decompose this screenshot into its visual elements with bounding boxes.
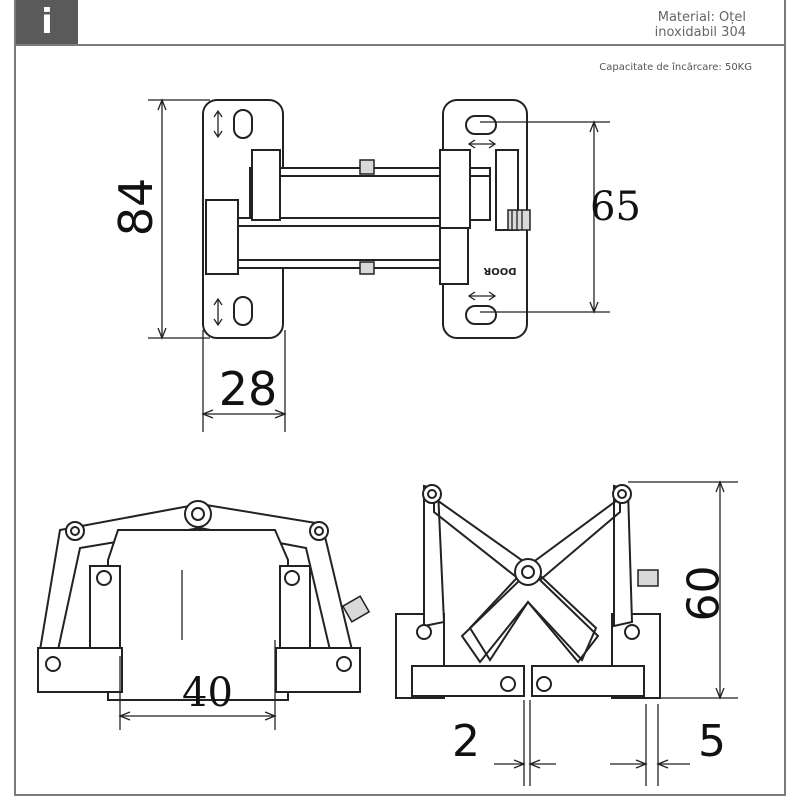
right-top-arrow-icon [467,139,497,149]
br-cross-arm-b [468,496,621,664]
top-adjust-screw [507,209,531,231]
info-badge: i [16,0,78,44]
left-top-slot [233,109,253,139]
br-cross-arm-a [433,496,598,664]
material-line-1: Material: Oțel [657,10,746,25]
left-top-arrow-icon [213,109,223,139]
material-spec: Material: Oțel inoxidabil 304 [546,10,746,40]
material-line-2: inoxidabil 304 [654,25,746,40]
dimension-hole-spacing: 65 [590,184,641,230]
dimension-plate: 5 [698,716,726,767]
right-bottom-arrow-icon [467,291,497,301]
load-capacity: Capacitate de încărcare: 50KG [599,62,752,73]
dimension-gap: 2 [452,716,480,767]
dimension-height: 84 [109,177,163,237]
left-bottom-slot [233,296,253,326]
dimension-width: 40 [182,670,233,716]
br-right-link [613,484,634,628]
left-bottom-arrow-icon [213,297,223,327]
right-top-slot [465,115,497,135]
right-bottom-slot [465,305,497,325]
header-divider [14,44,786,46]
dimension-depth: 28 [218,362,278,416]
door-label: DOOR [483,265,516,276]
page-frame [14,0,786,796]
dimension-opening-height: 60 [678,565,730,622]
